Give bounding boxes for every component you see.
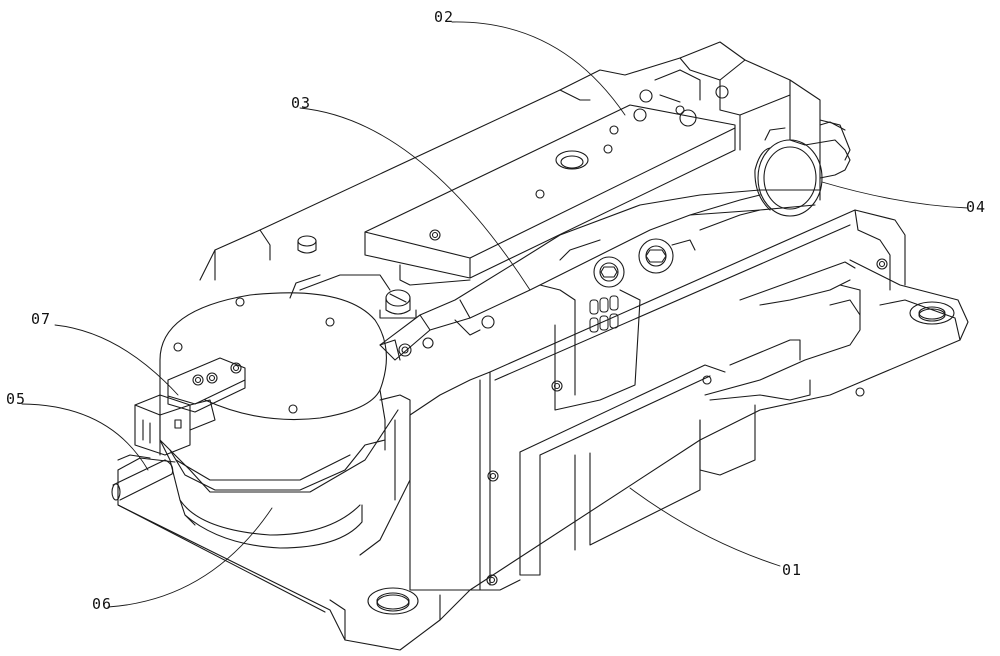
leader-06: [108, 508, 272, 607]
part-04-roller: [755, 128, 822, 216]
callout-05: 05: [6, 391, 26, 407]
part-06-drum: [160, 275, 410, 555]
callout-07: 07: [31, 311, 51, 327]
leader-02: [452, 22, 625, 115]
part-07-sensor: [135, 358, 245, 455]
leader-lines: [22, 22, 968, 607]
part-02-top-plate: [365, 105, 735, 285]
part-01-base-frame: [118, 210, 968, 650]
part-03-lever-arm: [380, 190, 820, 410]
callout-01: 01: [782, 562, 802, 578]
leader-01: [630, 488, 780, 566]
callout-02: 02: [434, 9, 454, 25]
leader-04: [822, 182, 968, 208]
callout-06: 06: [92, 596, 112, 612]
screw-top: [380, 290, 416, 318]
callout-04: 04: [966, 199, 986, 215]
leader-05: [22, 404, 148, 470]
callout-03: 03: [291, 95, 311, 111]
leader-03: [300, 108, 530, 290]
back-housing: [200, 42, 850, 280]
